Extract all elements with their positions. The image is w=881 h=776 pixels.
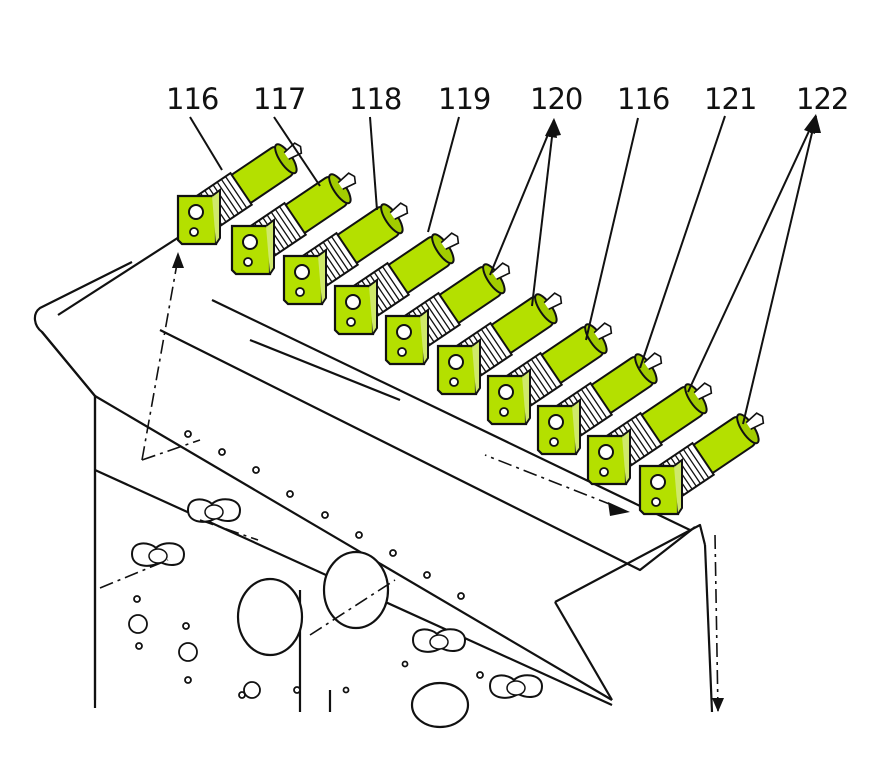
direction-arrows — [172, 252, 724, 712]
part-number-label: 120 — [530, 82, 582, 116]
panel-gauges — [236, 550, 470, 729]
leader-arrowheads — [545, 114, 821, 138]
part-number-label: 119 — [438, 82, 490, 116]
part-number-label: 116 — [166, 82, 218, 116]
assembly-lines — [99, 257, 719, 713]
part-number-label: 117 — [253, 82, 305, 116]
part-callouts: 116 117 118 119 120 116 121 122 — [166, 82, 849, 116]
part-number-label: 122 — [796, 82, 848, 116]
leader-lines — [189, 115, 817, 425]
indicator-lamps — [176, 131, 776, 516]
part-number-label: 118 — [349, 82, 401, 116]
part-number-label: 116 — [617, 82, 669, 116]
part-number-label: 121 — [704, 82, 756, 116]
panel-holes — [128, 430, 484, 699]
console-housing — [33, 229, 714, 713]
